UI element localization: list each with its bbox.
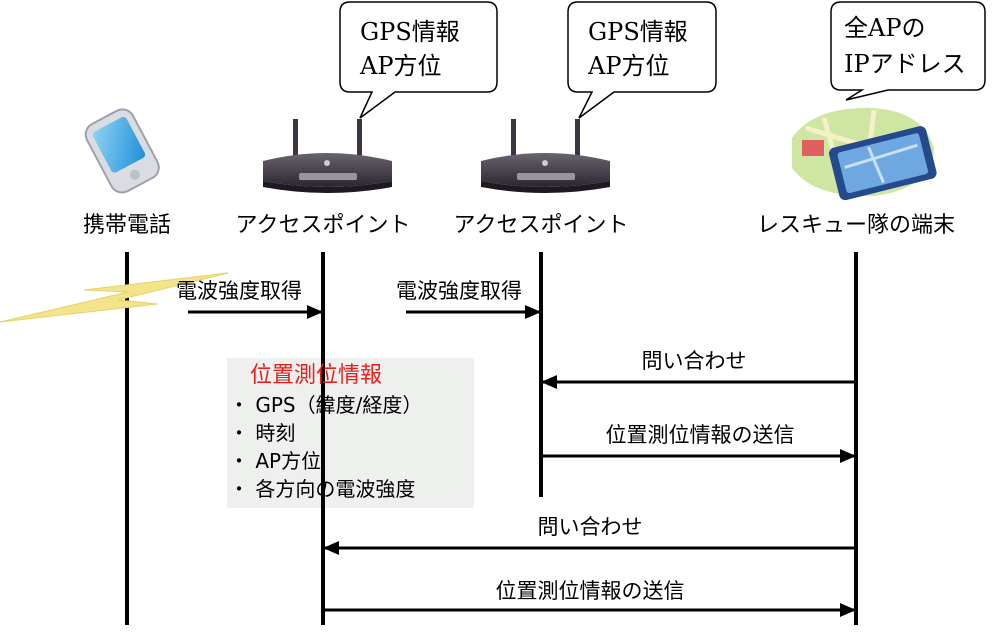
info-box-item: ・ AP方位	[229, 449, 321, 473]
info-box-item: ・ 各方向の電波強度	[229, 477, 415, 501]
wireless-router-icon	[481, 119, 610, 193]
actor-phone-label: 携帯電話	[83, 213, 171, 238]
callout-ap1-line2: AP方位	[359, 52, 441, 80]
info-box-item: ・ GPS（緯度/経度）	[229, 393, 422, 417]
actor-rescue-label: レスキュー隊の端末	[757, 213, 955, 238]
info-box: 位置測位情報 ・ GPS（緯度/経度） ・ 時刻 ・ AP方位 ・ 各方向の電波…	[227, 358, 474, 508]
callout-ap1: GPS情報 AP方位	[339, 1, 498, 119]
msg-signal1-label: 電波強度取得	[176, 279, 302, 303]
callout-ap1-line1: GPS情報	[360, 18, 460, 46]
msg-send2-label: 位置測位情報の送信	[496, 579, 685, 603]
callout-ap2: GPS情報 AP方位	[567, 1, 717, 119]
actor-ap2-label: アクセスポイント	[454, 213, 629, 238]
callout-rescue: 全APの IPアドレス	[830, 1, 986, 101]
msg-send1-label: 位置測位情報の送信	[606, 423, 795, 447]
wireless-router-icon	[263, 119, 392, 193]
callout-ap2-line2: AP方位	[587, 52, 669, 80]
callout-rescue-line1: 全APの	[844, 14, 925, 42]
info-box-title: 位置測位情報	[250, 363, 382, 388]
mobile-phone-icon	[84, 108, 160, 194]
msg-query1-label: 問い合わせ	[642, 349, 747, 373]
lightning-icon	[0, 272, 229, 323]
info-box-item: ・ 時刻	[229, 421, 295, 445]
map-tablet-icon	[792, 107, 937, 201]
msg-query2-label: 問い合わせ	[538, 515, 643, 539]
callout-rescue-line2: IPアドレス	[844, 50, 966, 78]
actor-ap1-label: アクセスポイント	[236, 213, 411, 238]
msg-signal2-label: 電波強度取得	[396, 279, 522, 303]
callout-ap2-line1: GPS情報	[588, 18, 688, 46]
